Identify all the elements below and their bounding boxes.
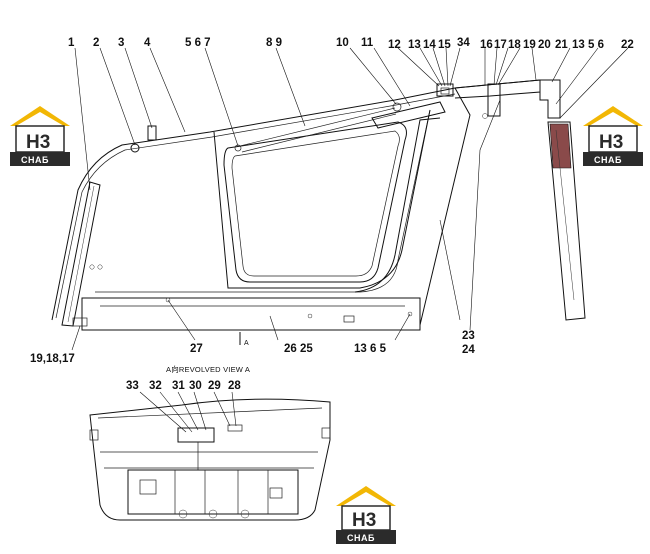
callout-24: 24	[462, 344, 475, 356]
callout-22: 22	[621, 39, 634, 51]
callout-31: 31	[172, 380, 185, 392]
callout-3: 3	[118, 37, 124, 49]
watermark-logo-left: H3 CHAБ	[10, 106, 70, 166]
callout-2: 2	[93, 37, 99, 49]
callout-13-5-6: 13 5 6	[572, 39, 604, 51]
callout-29: 29	[208, 380, 221, 392]
cab-side-view: A	[51, 79, 541, 347]
right-strut	[539, 79, 586, 321]
callout-19-18-17: 19,18,17	[30, 353, 75, 365]
watermark-logo-right: H3 CHAБ	[583, 106, 643, 166]
callout-34: 34	[457, 37, 470, 49]
callout-17: 17	[494, 39, 507, 51]
callout-33: 33	[126, 380, 139, 392]
logo-mark: H3	[599, 132, 623, 153]
callout-26-25: 26 25	[284, 343, 313, 355]
callout-16: 16	[480, 39, 493, 51]
callout-15: 15	[438, 39, 451, 51]
callouts-bottom: 19,18,17 27 26 25 13 6 5 23 24	[30, 330, 475, 365]
callout-30: 30	[189, 380, 202, 392]
logo-subtitle: CHAБ	[21, 155, 49, 165]
callout-4: 4	[144, 37, 151, 49]
callout-18: 18	[508, 39, 521, 51]
callout-13-6-5: 13 6 5	[354, 343, 387, 355]
section-cut-label: A	[244, 340, 249, 347]
callout-8-9: 8 9	[266, 37, 282, 49]
section-view-a: A向REVOLVED VIEW A	[89, 364, 331, 521]
callout-11: 11	[361, 37, 374, 49]
watermark-logo-bottom: H3 CHAБ	[336, 486, 396, 544]
callout-23: 23	[462, 330, 475, 342]
callouts-section: 33 32 31 30 29 28	[126, 380, 241, 392]
callouts-top: 1 2 3 4 5 6 7 8 9 10 11 12 13 14 15 34 1…	[68, 37, 634, 51]
callout-1: 1	[68, 37, 75, 49]
callout-28: 28	[228, 380, 241, 392]
leader-lines	[71, 47, 629, 433]
section-caption: A向REVOLVED VIEW A	[166, 364, 250, 374]
callout-5-6-7: 5 6 7	[185, 37, 211, 49]
logo-subtitle: CHAБ	[594, 155, 622, 165]
callout-10: 10	[336, 37, 349, 49]
callout-12: 12	[388, 39, 401, 51]
logo-mark: H3	[352, 510, 376, 531]
callout-21: 21	[555, 39, 568, 51]
logo-mark: H3	[26, 132, 50, 153]
callout-32: 32	[149, 380, 162, 392]
callout-14: 14	[423, 39, 436, 51]
callout-20: 20	[538, 39, 551, 51]
callout-13: 13	[408, 39, 421, 51]
callout-27: 27	[190, 343, 203, 355]
logo-subtitle: CHAБ	[347, 533, 375, 543]
callout-19: 19	[523, 39, 536, 51]
